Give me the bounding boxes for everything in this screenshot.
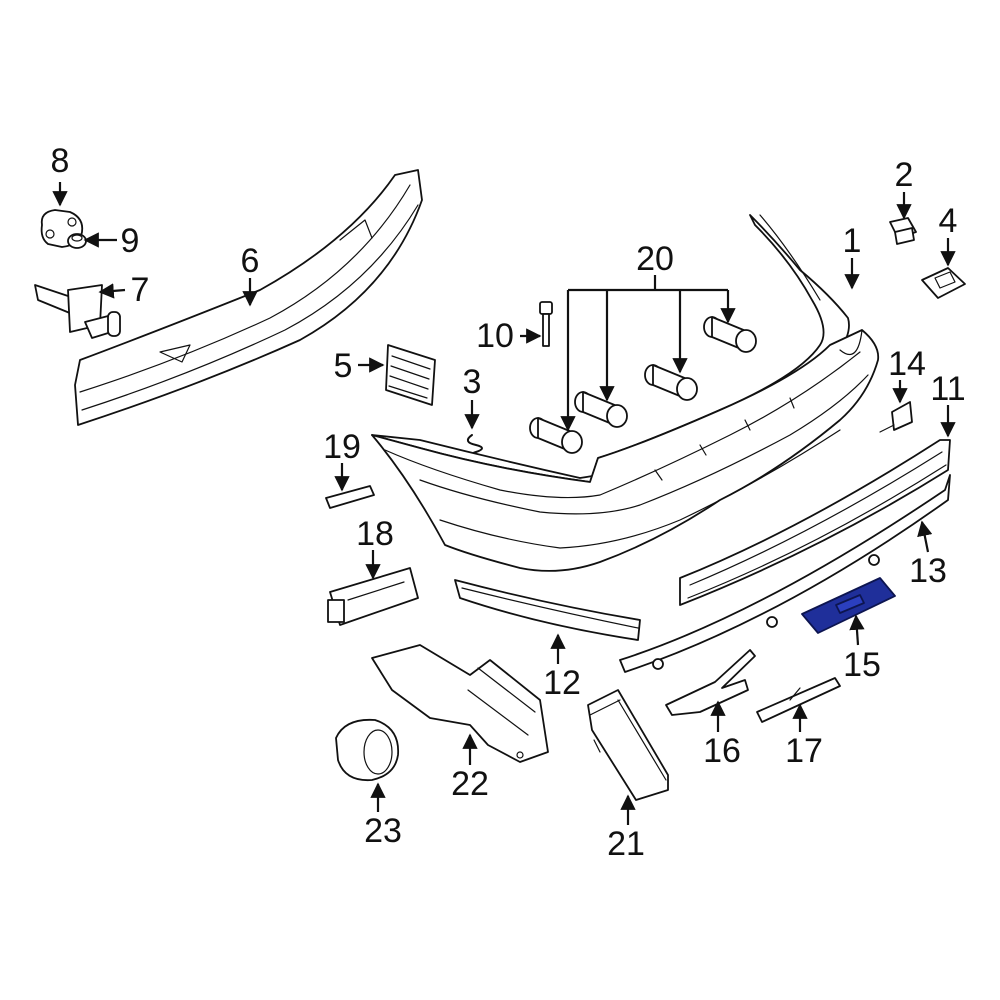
- callout-11: 11: [930, 370, 965, 408]
- part-12-molding: [454, 579, 641, 641]
- callout-5: 5: [334, 347, 353, 385]
- callout-2: 2: [895, 156, 914, 194]
- part-23-cylinder: [335, 718, 399, 782]
- callout-1: 1: [843, 222, 862, 260]
- part-6-reinforcement-bar: [74, 169, 423, 426]
- callout-20: 20: [636, 240, 674, 278]
- part-16-bracket: [665, 649, 756, 716]
- leader-lines: [52, 182, 956, 825]
- callout-8: 8: [51, 142, 70, 180]
- callout-7: 7: [131, 271, 150, 309]
- part-21-control-module: [587, 689, 669, 801]
- part-15-highlighted-bracket: [801, 577, 896, 634]
- part-17-strip: [756, 677, 841, 723]
- part-10-bolt: [539, 301, 553, 347]
- callout-13: 13: [909, 552, 947, 590]
- part-20-sensor-1: [529, 417, 583, 454]
- callout-18: 18: [356, 515, 394, 553]
- part-20-sensor-2: [574, 391, 628, 428]
- part-11-trim-strip: [679, 439, 951, 606]
- part-14-bracket: [879, 401, 913, 433]
- part-18-bracket: [327, 567, 419, 626]
- part-2-nut-clip: [889, 217, 917, 245]
- part-13-lower-strip: [619, 474, 951, 673]
- leader-15: [849, 614, 865, 646]
- callout-15: 15: [843, 646, 881, 684]
- callout-19: 19: [323, 428, 361, 466]
- callout-12: 12: [543, 664, 581, 702]
- callout-14: 14: [888, 345, 926, 383]
- callout-4: 4: [939, 202, 958, 240]
- callout-21: 21: [607, 825, 645, 863]
- part-20-sensor-3: [644, 364, 698, 401]
- callout-22: 22: [451, 765, 489, 803]
- part-7-bracket: [34, 284, 121, 339]
- leader-7: [98, 283, 126, 299]
- part-19-pin: [325, 485, 375, 509]
- callout-6: 6: [241, 242, 260, 280]
- callout-23: 23: [364, 812, 402, 850]
- callout-10: 10: [476, 317, 514, 355]
- callout-3: 3: [463, 363, 482, 401]
- callout-9: 9: [121, 222, 140, 260]
- leader-13: [917, 520, 933, 553]
- callout-16: 16: [703, 732, 741, 770]
- callout-labels: 8 9 7 6 5 10 3 20 1 2 4 14 11 13 15 12 1…: [51, 142, 966, 863]
- callout-17: 17: [785, 732, 823, 770]
- part-5-vent-grille: [385, 344, 436, 406]
- part-22-panel: [371, 644, 549, 763]
- part-4-clip: [921, 267, 966, 299]
- part-9-plug: [67, 233, 87, 249]
- part-20-sensor-4: [703, 316, 757, 353]
- part-1-bumper-cover: [371, 214, 880, 572]
